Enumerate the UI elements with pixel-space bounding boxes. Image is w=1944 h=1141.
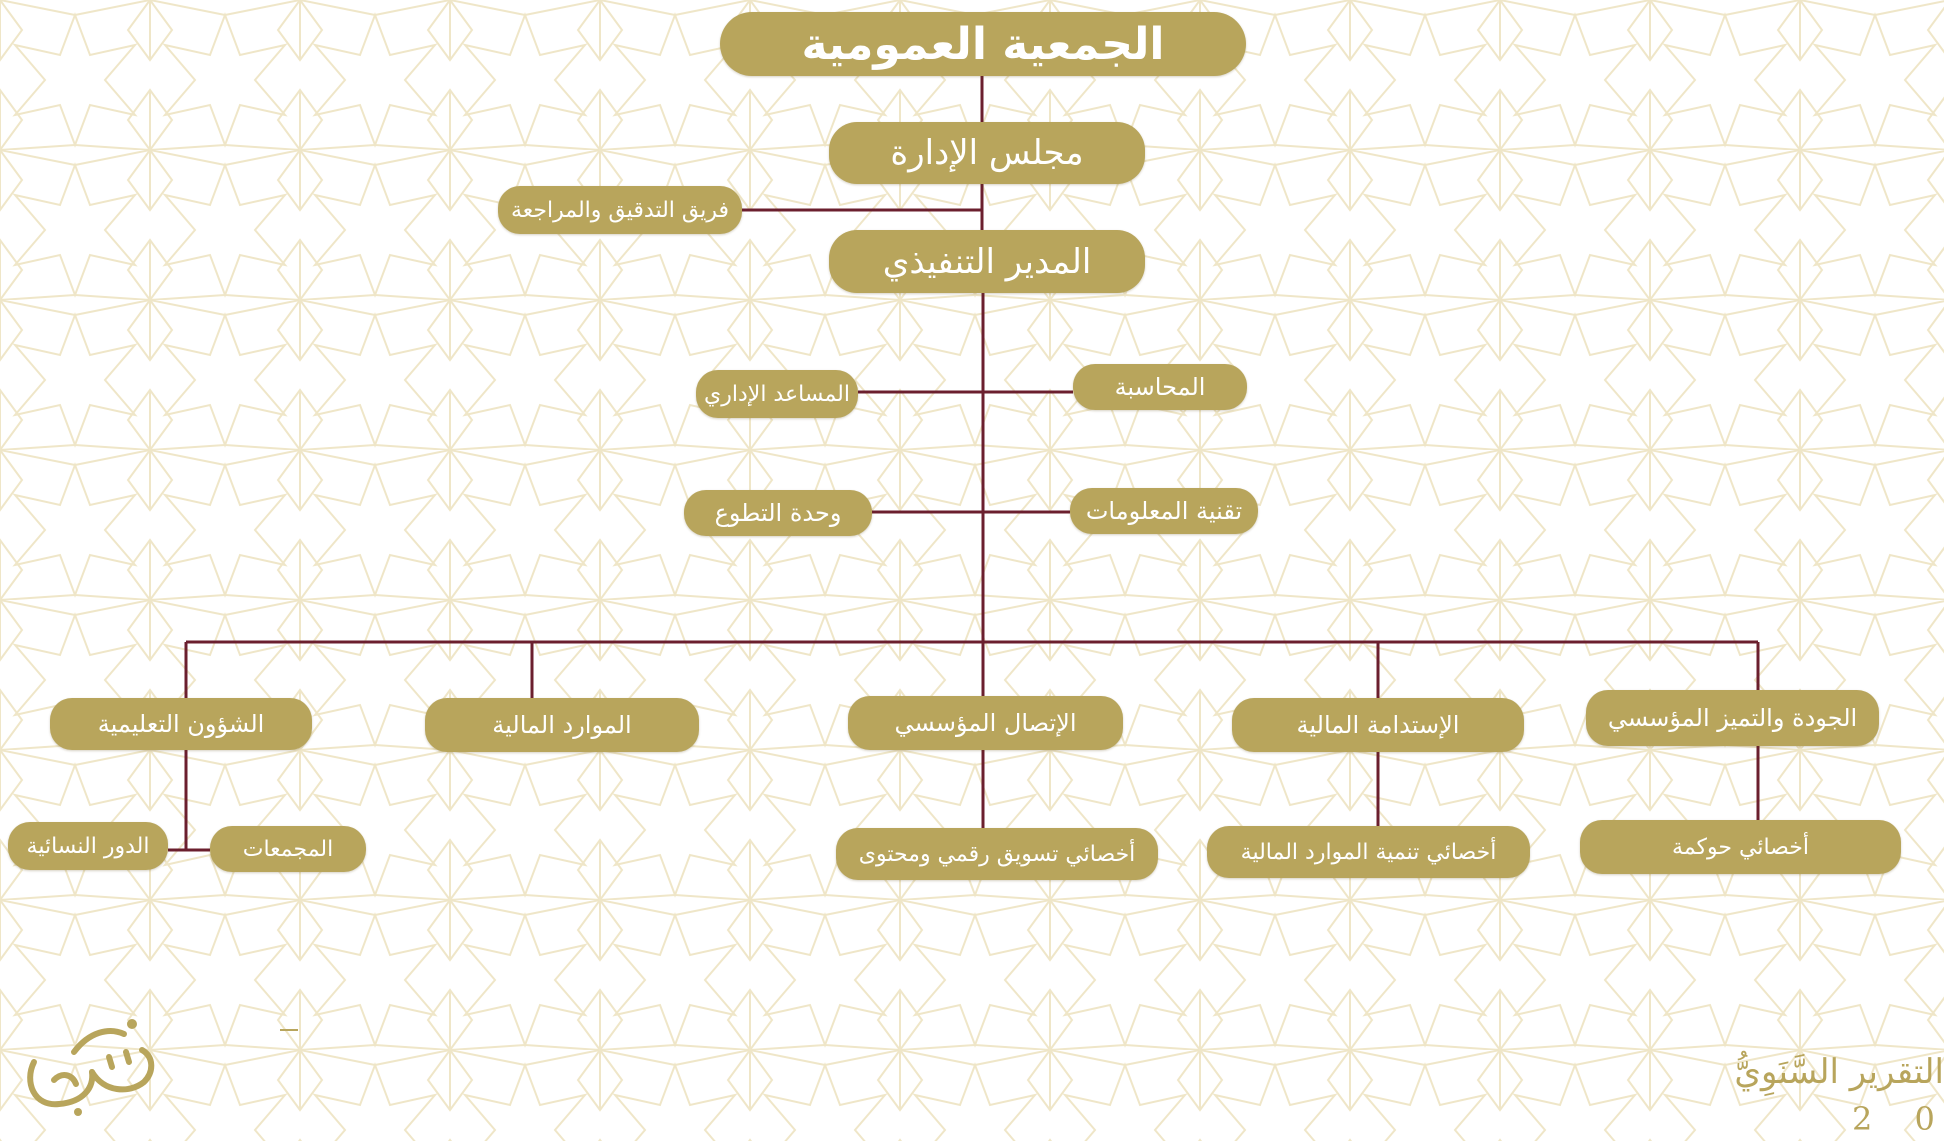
decorative-dash [280, 1029, 298, 1031]
calligraphy-logo-icon [27, 1019, 155, 1116]
node-financial-resources: الموارد المالية [425, 698, 699, 752]
node-governance-specialist: أخصائي حوكمة [1580, 820, 1901, 874]
node-volunteer-unit: وحدة التطوع [684, 490, 872, 536]
node-general-assembly: الجمعية العمومية [720, 12, 1246, 76]
node-audit-team: فريق التدقيق والمراجعة [498, 186, 742, 234]
node-admin-assistant: المساعد الإداري [696, 370, 858, 418]
report-year: 2 0 [1852, 1100, 1944, 1138]
node-educational-affairs: الشؤون التعليمية [50, 698, 312, 750]
node-executive-director: المدير التنفيذي [829, 230, 1145, 293]
node-quality-excellence: الجودة والتميز المؤسسي [1586, 690, 1879, 746]
node-complexes: المجمعات [210, 826, 366, 872]
node-financial-development-specialist: أخصائي تنمية الموارد المالية [1207, 826, 1530, 878]
node-digital-marketing-specialist: أخصائي تسويق رقمي ومحتوى [836, 828, 1158, 880]
node-financial-sustainability: الإستدامة المالية [1232, 698, 1524, 752]
node-accounting: المحاسبة [1073, 364, 1247, 410]
report-title: التقرير السَّنَوِيُّ [1734, 1052, 1944, 1092]
node-women-centers: الدور النسائية [8, 822, 168, 870]
node-information-technology: تقنية المعلومات [1070, 488, 1258, 534]
node-board-of-directors: مجلس الإدارة [829, 122, 1145, 184]
node-corporate-communication: الإتصال المؤسسي [848, 696, 1123, 750]
